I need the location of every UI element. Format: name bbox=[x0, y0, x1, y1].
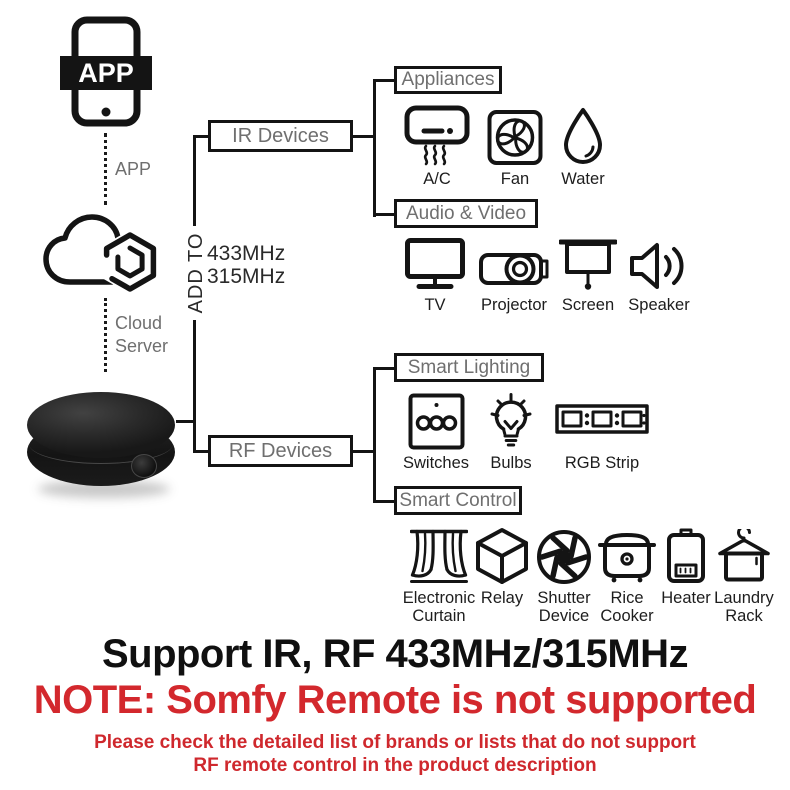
freq-315-label: 315MHz bbox=[207, 265, 286, 288]
app-icon-text: APP bbox=[78, 58, 134, 88]
dotted-link-app-cloud bbox=[104, 133, 107, 205]
ir-devices-box: IR Devices bbox=[208, 120, 353, 152]
bulbs-label: Bulbs bbox=[490, 454, 532, 472]
ac-label: A/C bbox=[423, 170, 451, 188]
connector-smart-lighting bbox=[376, 367, 396, 370]
projector-icon bbox=[479, 253, 549, 285]
app-phone-icon: APP bbox=[60, 16, 152, 127]
audio-video-title: Audio & Video bbox=[405, 202, 527, 224]
device-button bbox=[131, 454, 157, 478]
device-item-heater: Heater bbox=[656, 527, 716, 607]
screen-icon bbox=[559, 239, 617, 290]
device-item-projector: Projector bbox=[474, 234, 554, 314]
fan-icon bbox=[487, 110, 543, 165]
tv-label: TV bbox=[424, 296, 446, 314]
rice-cooker-icon bbox=[598, 533, 656, 583]
connector-trunk-ir bbox=[196, 135, 208, 138]
connector-appliances bbox=[376, 79, 396, 82]
smart-lighting-title: Smart Lighting bbox=[407, 356, 531, 378]
relay-label: Relay bbox=[480, 589, 524, 607]
rgb-strip-icon bbox=[555, 404, 649, 434]
rf-devices-label: RF Devices bbox=[228, 439, 333, 462]
connector-trunk-rf bbox=[196, 450, 208, 453]
fan-label: Fan bbox=[500, 170, 530, 188]
somfy-note: NOTE: Somfy Remote is not supported bbox=[33, 678, 757, 722]
device-item-laundry-rack: Laundry Rack bbox=[711, 527, 777, 626]
rgb-strip-label: RGB Strip bbox=[564, 454, 640, 472]
device-item-water: Water bbox=[550, 104, 616, 188]
switches-label: Switches bbox=[402, 454, 470, 472]
disclaimer-text: Please check the detailed list of brands… bbox=[0, 731, 790, 777]
freq-433-label: 433MHz bbox=[207, 242, 286, 265]
water-label: Water bbox=[561, 170, 605, 188]
connector-smart-control bbox=[376, 500, 396, 503]
device-item-relay: Relay bbox=[472, 527, 532, 607]
projector-label: Projector bbox=[480, 296, 548, 314]
device-item-switches: Switches bbox=[398, 388, 474, 472]
support-headline: Support IR, RF 433MHz/315MHz bbox=[101, 632, 689, 676]
disclaimer-line-2: RF remote control in the product descrip… bbox=[193, 755, 597, 777]
rice-cooker-label: Rice Cooker bbox=[600, 589, 654, 626]
bulb-icon bbox=[490, 393, 532, 447]
device-item-rice-cooker: Rice Cooker bbox=[594, 527, 660, 626]
cloud-server-icon bbox=[43, 214, 158, 295]
speaker-icon bbox=[630, 243, 684, 289]
smart-control-box: Smart Control bbox=[394, 486, 522, 515]
relay-icon bbox=[476, 528, 528, 584]
trunk-line-bottom bbox=[193, 313, 196, 453]
device-item-curtain: Electronic Curtain bbox=[396, 527, 482, 626]
device-item-fan: Fan bbox=[482, 104, 548, 188]
connector-audio-video bbox=[376, 213, 396, 216]
dotted-link-cloud-device bbox=[104, 298, 107, 372]
shutter-label: Shutter Device bbox=[537, 589, 591, 626]
screen-label: Screen bbox=[561, 296, 615, 314]
rf-branch-line bbox=[373, 367, 376, 503]
cloud-server-label: Cloud Server bbox=[115, 313, 169, 357]
heater-icon bbox=[667, 528, 705, 583]
heater-label: Heater bbox=[661, 589, 711, 607]
add-to-label: ADD TO bbox=[185, 226, 207, 320]
appliances-title: Appliances bbox=[401, 69, 495, 90]
device-item-bulbs: Bulbs bbox=[478, 388, 544, 472]
tv-icon bbox=[405, 238, 465, 289]
device-shadow bbox=[38, 480, 170, 498]
disclaimer-line-1: Please check the detailed list of brands… bbox=[94, 732, 696, 753]
ir-devices-label: IR Devices bbox=[232, 124, 329, 147]
device-item-ac: A/C bbox=[402, 104, 472, 188]
ir-branch-line bbox=[373, 79, 376, 217]
shutter-icon bbox=[537, 530, 591, 584]
ir-rf-hub-device bbox=[24, 384, 180, 506]
connector-device-trunk bbox=[176, 420, 194, 423]
speaker-label: Speaker bbox=[628, 296, 690, 314]
audio-video-box: Audio & Video bbox=[394, 199, 538, 228]
curtain-label: Electronic Curtain bbox=[402, 589, 476, 626]
device-item-screen: Screen bbox=[553, 234, 623, 314]
laundry-rack-icon bbox=[718, 529, 770, 582]
device-item-rgb-strip: RGB Strip bbox=[552, 388, 652, 472]
device-seam bbox=[29, 424, 173, 464]
water-icon bbox=[564, 108, 602, 164]
appliances-box: Appliances bbox=[394, 66, 502, 94]
app-label: APP bbox=[115, 159, 152, 179]
ac-icon bbox=[404, 105, 470, 166]
laundry-rack-label: Laundry Rack bbox=[714, 589, 774, 626]
smart-lighting-box: Smart Lighting bbox=[394, 353, 544, 382]
connector-rf-branch bbox=[353, 450, 375, 453]
rf-devices-box: RF Devices bbox=[208, 435, 353, 467]
trunk-line-top bbox=[193, 135, 196, 232]
device-item-tv: TV bbox=[400, 234, 470, 314]
switches-icon bbox=[408, 393, 464, 450]
device-item-shutter: Shutter Device bbox=[531, 527, 597, 626]
curtain-icon bbox=[410, 529, 468, 583]
connector-ir-branch bbox=[353, 135, 375, 138]
device-item-speaker: Speaker bbox=[624, 234, 694, 314]
smart-control-title: Smart Control bbox=[399, 489, 517, 511]
